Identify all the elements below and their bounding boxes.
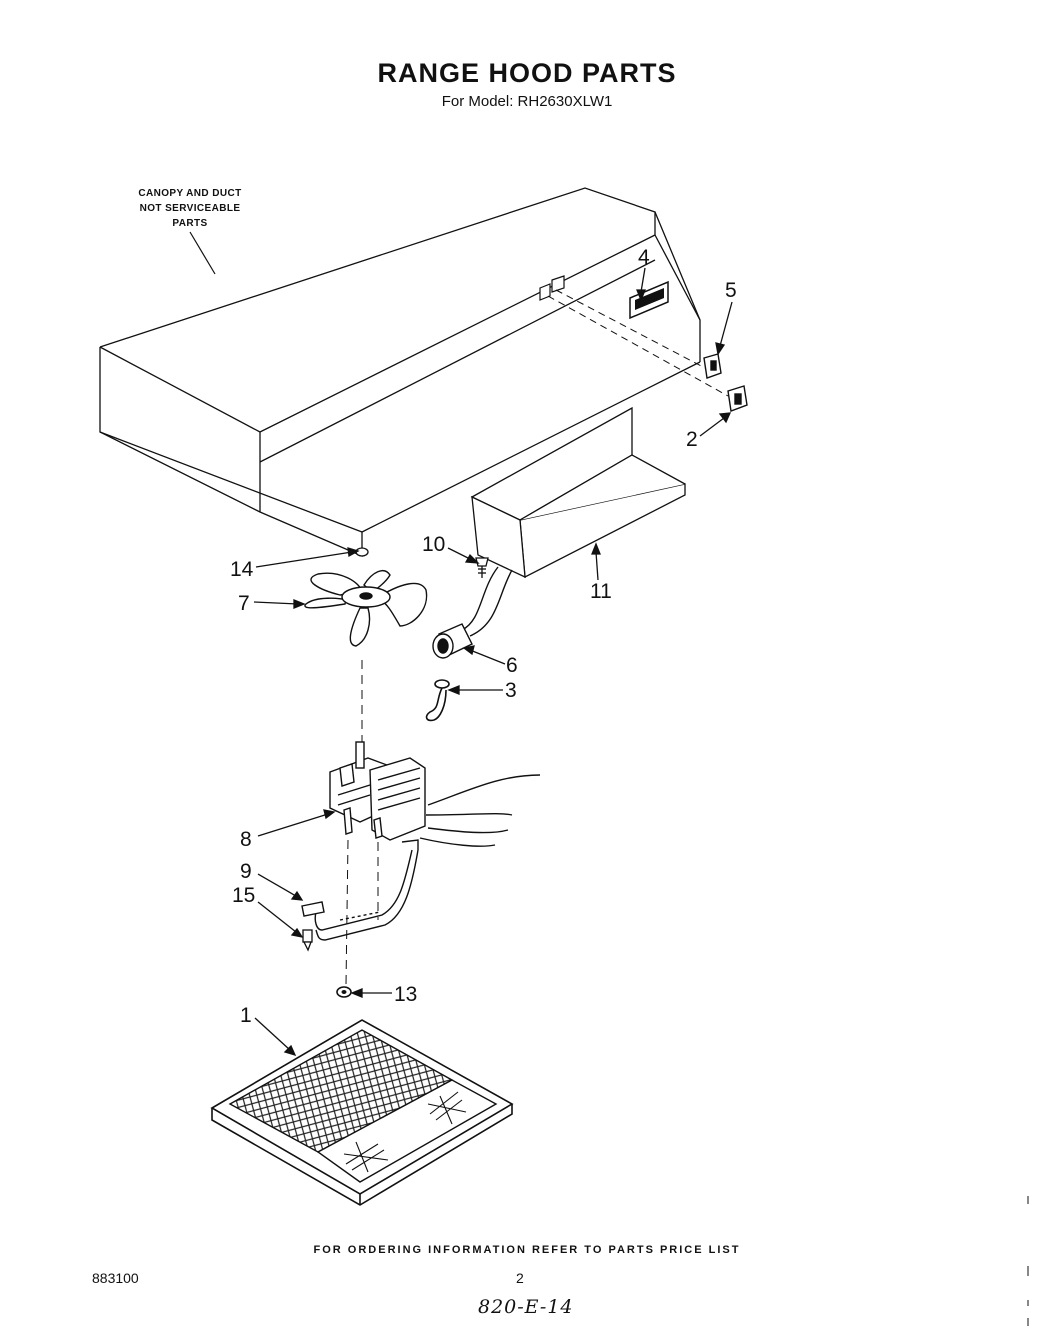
- canopy-note-line-3: PARTS: [172, 218, 208, 229]
- canopy-note: CANOPY AND DUCT NOT SERVICEABLE PARTS: [110, 186, 270, 231]
- motor-bracket-part-9: [301, 839, 419, 941]
- callout-6: 6: [506, 654, 518, 677]
- page-title: RANGE HOOD PARTS: [377, 58, 677, 88]
- callout-9: 9: [240, 860, 252, 883]
- screw-part-10: [475, 557, 489, 578]
- callout-10: 10: [422, 533, 445, 556]
- callout-14: 14: [230, 558, 254, 581]
- callout-5: 5: [725, 279, 737, 302]
- model-subtitle: For Model: RH2630XLW1: [441, 93, 613, 110]
- lamp-clip-part-3: [425, 679, 450, 722]
- callout-2: 2: [686, 428, 698, 451]
- switch-openings: [539, 275, 565, 301]
- canopy-note-line-1: CANOPY AND DUCT: [138, 188, 242, 199]
- callout-leaders: [253, 267, 733, 1057]
- hood-canopy: [99, 187, 701, 557]
- handwritten-note: 820-E-14: [478, 1296, 574, 1318]
- screw-part-15: [302, 929, 313, 952]
- note-leader: [189, 231, 216, 275]
- lamp-socket-part-6: [432, 566, 513, 659]
- light-lens-part-4: [629, 280, 669, 320]
- page-number: 2: [516, 1270, 524, 1286]
- callout-4: 4: [638, 246, 650, 269]
- fan-blade-part-7: [304, 570, 428, 647]
- document-number: 883100: [92, 1270, 139, 1286]
- mount-dash-left: [345, 839, 349, 986]
- callout-11: 11: [590, 580, 612, 603]
- canopy-note-line-2: NOT SERVICEABLE: [139, 203, 241, 214]
- rocker-switch-part-5: [703, 353, 722, 379]
- callout-labels: 4 5 2 11 10 14 7 6 3 8 9 15 13 1: [230, 246, 737, 1027]
- callout-15: 15: [232, 884, 255, 907]
- grease-filter-part-1: [210, 1019, 514, 1206]
- fan-nut-part-14: [355, 547, 369, 557]
- callout-3: 3: [505, 679, 517, 702]
- callout-1: 1: [240, 1004, 252, 1027]
- reflector-part-11: [470, 406, 686, 579]
- callout-7: 7: [238, 592, 250, 615]
- rocker-switch-part-2: [727, 385, 748, 412]
- ordering-info-footer: FOR ORDERING INFORMATION REFER TO PARTS …: [313, 1244, 741, 1256]
- nut-part-13: [336, 986, 352, 998]
- callout-13: 13: [394, 983, 417, 1006]
- switch-5-dash: [555, 289, 706, 369]
- callout-8: 8: [240, 828, 252, 851]
- switch-2-dash: [547, 295, 729, 397]
- fan-motor-part-8: [329, 741, 541, 847]
